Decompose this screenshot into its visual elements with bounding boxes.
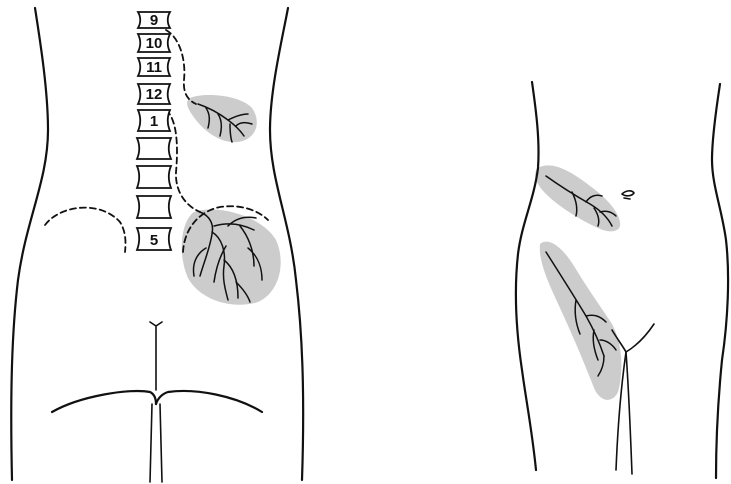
inner-leg-right: [626, 352, 632, 474]
vertebra-10: 10: [138, 34, 170, 52]
front-torso-left-outline: [516, 82, 539, 470]
vertebra-label-12: 12: [146, 86, 163, 103]
groin-pain-zone: [540, 242, 622, 400]
vertebra-column: 9 10 11 12 1: [137, 12, 171, 250]
upper-nerve-course: [166, 30, 196, 104]
left-inner-thigh: [150, 404, 152, 482]
vertebra-5: 5: [137, 228, 171, 250]
front-torso-right-outline: [712, 84, 728, 478]
navel-icon: [622, 191, 634, 199]
vertebra-l3: [137, 166, 171, 188]
flank-pain-zone: [535, 165, 620, 231]
vertebra-9: 9: [138, 12, 170, 29]
gluteal-cleft: [150, 322, 162, 390]
vertebra-label-9: 9: [150, 12, 158, 29]
vertebra-label-1: 1: [150, 113, 158, 130]
vertebra-12: 12: [138, 84, 170, 104]
back-torso-left-outline: [11, 8, 48, 480]
vertebra-l1: 1: [138, 110, 170, 131]
vertebra-l4: [137, 196, 171, 218]
left-iliac-crest: [45, 208, 125, 252]
front-view: [516, 82, 728, 478]
vertebra-11: 11: [138, 58, 170, 76]
left-buttock-fold: [52, 391, 156, 412]
right-buttock-fold: [156, 391, 262, 412]
right-inner-thigh: [160, 404, 162, 482]
vertebra-l2: [137, 138, 171, 159]
vertebra-label-11: 11: [146, 59, 162, 76]
back-view: 9 10 11 12 1: [11, 8, 303, 482]
vertebra-label-10: 10: [146, 35, 163, 52]
upper-pain-zone: [187, 95, 257, 142]
vertebra-label-5: 5: [150, 232, 158, 249]
